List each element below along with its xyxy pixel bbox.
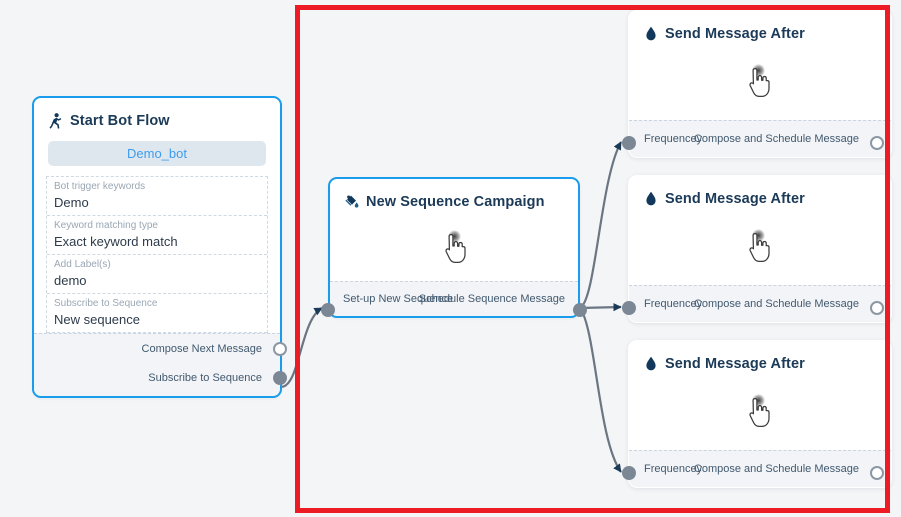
port-row-campaign[interactable]: Set-up New Sequence Schedule Sequence Me… [330,282,578,316]
droplet-icon [643,190,658,207]
field-row[interactable]: Keyword matching type Exact keyword matc… [47,216,267,255]
port-dot-frequencey[interactable] [622,301,636,315]
field-row[interactable]: Bot trigger keywords Demo [47,177,267,216]
port-label-compose-and-schedule-message: Compose and Schedule Message [693,298,859,310]
port-dot-campaign-input[interactable] [321,303,335,317]
node-start-bot-flow[interactable]: Start Bot Flow Demo_bot Bot trigger keyw… [32,96,287,398]
field-list: Bot trigger keywords Demo Keyword matchi… [46,176,268,333]
node-title-text: Start Bot Flow [70,112,170,129]
port-dot-frequencey[interactable] [622,466,636,480]
node-title-text: Send Message After [665,190,805,207]
node-title-new-sequence-campaign: New Sequence Campaign [330,179,578,210]
port-row-send-message-after[interactable]: Frequencey Compose and Schedule Message [629,451,891,487]
hand-pointer-icon [737,391,783,437]
field-value: demo [54,273,87,288]
port-row-send-message-after[interactable]: Frequencey Compose and Schedule Message [629,121,891,157]
node-title-send-message-after: Send Message After [629,11,891,42]
field-label: Subscribe to Sequence [54,298,158,309]
port-label-frequencey: Frequencey [644,463,703,475]
node-send-message-after[interactable]: Send Message After Frequencey Compose an… [622,340,892,488]
hand-pointer-icon [737,61,783,107]
port-dot-compose-and-schedule-message[interactable] [870,301,884,315]
node-title-start-bot-flow: Start Bot Flow [34,98,280,129]
field-value: Demo [54,195,89,210]
port-label-compose-and-schedule-message: Compose and Schedule Message [693,463,859,475]
port-dot-compose-and-schedule-message[interactable] [870,466,884,480]
field-row[interactable]: Add Label(s) demo [47,255,267,294]
node-new-sequence-campaign[interactable]: New Sequence Campaign Set-up New Sequenc… [321,177,587,318]
port-label: Compose Next Message [141,342,262,355]
node-send-message-after[interactable]: Send Message After Frequencey Compose an… [622,10,892,158]
running-person-icon [48,112,63,129]
node-footer-send-message-after: Frequencey Compose and Schedule Message [629,450,891,487]
node-footer-new-sequence-campaign: Set-up New Sequence Schedule Sequence Me… [330,281,578,316]
port-row-compose-next-message[interactable]: Compose Next Message [34,334,287,363]
node-title-text: New Sequence Campaign [366,193,545,210]
hand-pointer-icon [737,226,783,272]
port-label-frequencey: Frequencey [644,133,703,145]
node-title-send-message-after: Send Message After [629,176,891,207]
wire-start-to-campaign [280,307,323,389]
hand-pointer-icon [433,227,479,273]
field-label: Keyword matching type [54,220,158,231]
node-footer-send-message-after: Frequencey Compose and Schedule Message [629,285,891,322]
port-dot-subscribe-to-sequence[interactable] [273,371,287,385]
port-dot-compose-next-message[interactable] [273,342,287,356]
port-label-setup-new-sequence: Set-up New Sequence [343,293,454,305]
wire-campaign-to-card-3 [579,307,622,473]
field-row[interactable]: Subscribe to Sequence New sequence [47,294,267,333]
paint-bucket-icon [344,193,359,210]
port-dot-frequencey[interactable] [622,136,636,150]
wire-campaign-to-card-1 [579,141,622,309]
field-label: Add Label(s) [54,259,111,270]
port-row-subscribe-to-sequence[interactable]: Subscribe to Sequence [34,363,287,392]
node-footer-start-bot-flow: Compose Next Message Subscribe to Sequen… [34,333,287,396]
node-title-send-message-after: Send Message After [629,341,891,372]
port-row-send-message-after[interactable]: Frequencey Compose and Schedule Message [629,286,891,322]
port-label-compose-and-schedule-message: Compose and Schedule Message [693,133,859,145]
bot-pill[interactable]: Demo_bot [48,141,266,166]
field-value: Exact keyword match [54,234,178,249]
port-dot-schedule-sequence-message[interactable] [573,303,587,317]
droplet-icon [643,355,658,372]
bot-pill-label: Demo_bot [127,146,187,161]
port-label: Subscribe to Sequence [148,371,262,384]
field-value: New sequence [54,312,140,327]
node-title-text: Send Message After [665,355,805,372]
port-label-schedule-sequence-message: Schedule Sequence Message [418,293,565,305]
field-label: Bot trigger keywords [54,181,146,192]
node-send-message-after[interactable]: Send Message After Frequencey Compose an… [622,175,892,323]
droplet-icon [643,25,658,42]
port-label-frequencey: Frequencey [644,298,703,310]
node-title-text: Send Message After [665,25,805,42]
port-dot-compose-and-schedule-message[interactable] [870,136,884,150]
node-footer-send-message-after: Frequencey Compose and Schedule Message [629,120,891,157]
